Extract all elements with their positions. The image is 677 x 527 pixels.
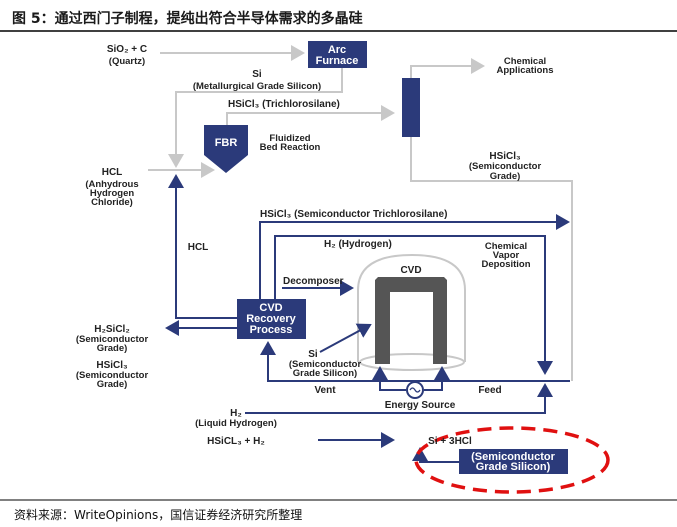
label-decomposer: Decomposer <box>283 276 344 287</box>
label-reaction-right: Si + 3HCl <box>428 436 472 447</box>
label-semi-trichlorosilane: HSiCl₃ (Semiconductor Trichlorosilane) <box>260 209 447 220</box>
arc-furnace-label: Arc <box>328 44 346 56</box>
arc-furnace-box <box>308 41 367 68</box>
label-hydrogen: H₂ (Hydrogen) <box>324 239 392 250</box>
label-si-sg: Grade Silicon) <box>293 368 357 379</box>
label-hsicl3-out: Grade) <box>97 379 128 390</box>
recovery-label: CVD <box>259 302 282 314</box>
label-h2sicl2: (Semiconductor <box>76 334 149 345</box>
label-chemical-applications: Chemical <box>504 56 546 67</box>
label-cvd: Deposition <box>481 259 530 270</box>
recovery-label: Process <box>250 324 293 336</box>
label-vent: Vent <box>314 385 336 396</box>
label-feed: Feed <box>478 385 501 396</box>
label-mg-silicon: (Metallurgical Grade Silicon) <box>193 81 321 92</box>
label-si-sg: (Semiconductor <box>289 359 362 370</box>
label-hsicl3-sg: HSiCl₃ <box>489 151 521 162</box>
label-liquid-h2: H₂ <box>230 408 242 419</box>
label-reaction-left: HSiCL₃ + H₂ <box>207 436 265 447</box>
sg-silicon-label: (Semiconductor <box>471 451 555 463</box>
label-hcl: HCL <box>188 242 209 253</box>
label-hsicl3-sg: (Semiconductor <box>469 161 542 172</box>
label-hcl-in: Chloride) <box>91 197 133 208</box>
gray-flow-lines <box>148 45 573 381</box>
label-h2sicl2: Grade) <box>97 343 128 354</box>
label-sio2: SiO₂ + C <box>107 44 147 55</box>
fbr-label: FBR <box>215 137 238 149</box>
cvd-recovery-box <box>237 299 306 339</box>
sg-silicon-label: Grade Silicon) <box>476 461 551 473</box>
semiconductor-grade-silicon-box <box>459 449 568 474</box>
label-liquid-h2: (Liquid Hydrogen) <box>195 418 277 429</box>
label-fluidized: Bed Reaction <box>260 142 321 153</box>
label-si: Si <box>252 69 262 80</box>
label-si-sg: Si <box>308 349 318 360</box>
label-hsicl3-out: HSiCl₃ <box>96 360 128 371</box>
label-hsicl3-sg: Grade) <box>490 171 521 182</box>
cvd-silicon-rod <box>375 277 447 364</box>
highlight-ellipse <box>414 426 610 494</box>
ac-wave-icon <box>409 387 421 393</box>
navy-flow-lines <box>165 174 570 463</box>
source-note: 资料来源：WriteOpinions，国信证券经济研究所整理 <box>14 508 303 522</box>
fbr-reactor <box>204 125 248 173</box>
label-hcl-in: HCL <box>102 167 123 178</box>
arc-furnace-label: Furnace <box>316 55 359 67</box>
label-fluidized: Fluidized <box>269 133 310 144</box>
label-cvd: Vapor <box>493 250 520 261</box>
recovery-label: Recovery <box>246 313 296 325</box>
label-quartz: (Quartz) <box>109 56 145 67</box>
label-energy-source: Energy Source <box>385 400 456 411</box>
label-hsicl3-out: (Semiconductor <box>76 370 149 381</box>
label-hcl-in: (Anhydrous <box>85 179 138 190</box>
label-chemical-applications: Applications <box>496 65 553 76</box>
label-hcl-in: Hydrogen <box>90 188 135 199</box>
label-h2sicl2: H₂SiCl₂ <box>94 324 130 335</box>
label-cvd-reactor: CVD <box>400 265 421 276</box>
figure-title: 图 5：通过西门子制程，提纯出符合半导体需求的多晶硅 <box>12 11 363 27</box>
label-trichlorosilane: HSiCl₃ (Trichlorosilane) <box>228 99 340 110</box>
distillation-column <box>402 78 420 137</box>
label-cvd: Chemical <box>485 241 527 252</box>
